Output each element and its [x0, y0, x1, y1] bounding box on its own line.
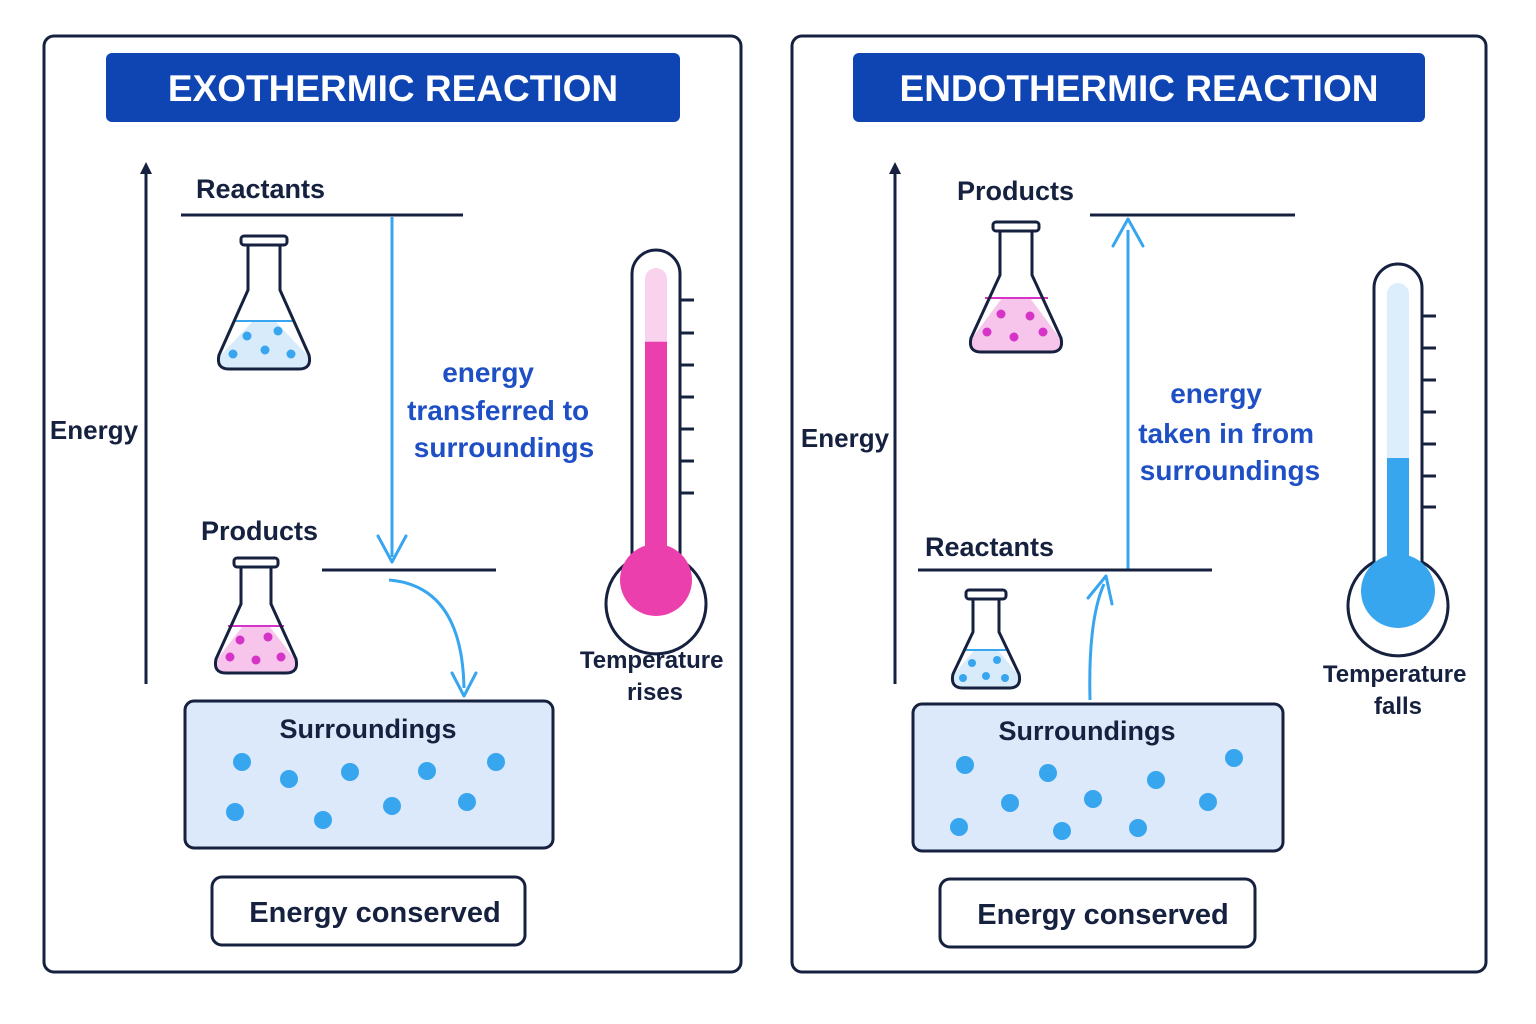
exo-thermo-caption-line-1: Temperature	[580, 647, 724, 674]
endothermic-panel: ENDOTHERMIC REACTION Energy Products ene…	[790, 34, 1488, 974]
exo-title-banner	[106, 53, 680, 122]
endo-products-label: Products	[957, 176, 1074, 206]
endo-energy-conserved-box	[938, 877, 1257, 949]
exo-thermometer-caption: Temperature rises	[580, 647, 730, 706]
endo-thermo-caption-line-2: falls	[1374, 693, 1422, 720]
endo-energy-conserved-label: Energy conserved	[977, 899, 1228, 931]
endo-title-banner	[853, 53, 1425, 122]
endo-curved-arrowhead	[1086, 574, 1114, 606]
endo-axis-label: Energy	[801, 423, 890, 453]
thermometer-icon	[1346, 262, 1450, 658]
exo-thermometer-bulb	[620, 544, 692, 616]
exo-energy-text: energy transferred to surroundings	[407, 357, 597, 463]
endo-surroundings-box	[911, 702, 1285, 853]
endo-surroundings-label: Surroundings	[999, 716, 1176, 746]
exo-thermometer-fill	[645, 341, 667, 580]
exo-energy-arrowhead	[376, 534, 408, 564]
thermometer-icon	[604, 248, 708, 656]
endo-curved-arrow	[1088, 583, 1106, 701]
exo-surroundings-particles	[226, 753, 505, 829]
endo-reactants-label: Reactants	[925, 532, 1054, 562]
exo-axis-label: Energy	[50, 415, 139, 445]
exo-thermometer-ticks	[680, 298, 694, 495]
exo-curved-arrow	[388, 578, 466, 689]
erlenmeyer-flask-icon	[214, 556, 298, 675]
erlenmeyer-flask-icon	[969, 220, 1063, 354]
endo-thermometer-caption: Temperature falls	[1323, 661, 1473, 720]
exo-products-label: Products	[201, 516, 318, 546]
exo-surroundings-label: Surroundings	[280, 714, 457, 744]
endo-thermometer-ticks	[1422, 314, 1436, 509]
exo-reactants-label: Reactants	[196, 174, 325, 204]
endo-thermometer-bulb	[1361, 554, 1435, 628]
exo-energy-line-2: transferred to	[407, 395, 589, 426]
exo-thermo-caption-line-2: rises	[627, 679, 683, 706]
endo-title: ENDOTHERMIC REACTION	[900, 68, 1379, 109]
endo-energy-arrowhead	[1111, 217, 1145, 248]
erlenmeyer-flask-icon	[217, 234, 311, 371]
endo-energy-line-1: energy	[1170, 378, 1262, 409]
exo-energy-line-1: energy	[442, 357, 534, 388]
exo-curved-arrowhead	[450, 671, 478, 698]
exo-energy-line-3: surroundings	[414, 432, 594, 463]
erlenmeyer-flask-icon	[951, 588, 1021, 690]
endo-energy-line-3: surroundings	[1140, 455, 1320, 486]
exothermic-panel: EXOTHERMIC REACTION Energy Reactants ene…	[42, 34, 743, 974]
endo-thermo-caption-line-1: Temperature	[1323, 661, 1467, 688]
exo-energy-conserved-label: Energy conserved	[249, 897, 500, 929]
endo-energy-line-2: taken in from	[1138, 418, 1314, 449]
endo-energy-text: energy taken in from surroundings	[1138, 378, 1322, 486]
exo-title: EXOTHERMIC REACTION	[168, 68, 618, 109]
endo-surroundings-particles	[950, 749, 1243, 840]
exo-energy-conserved-box	[210, 875, 527, 947]
exo-surroundings-box	[183, 699, 555, 850]
